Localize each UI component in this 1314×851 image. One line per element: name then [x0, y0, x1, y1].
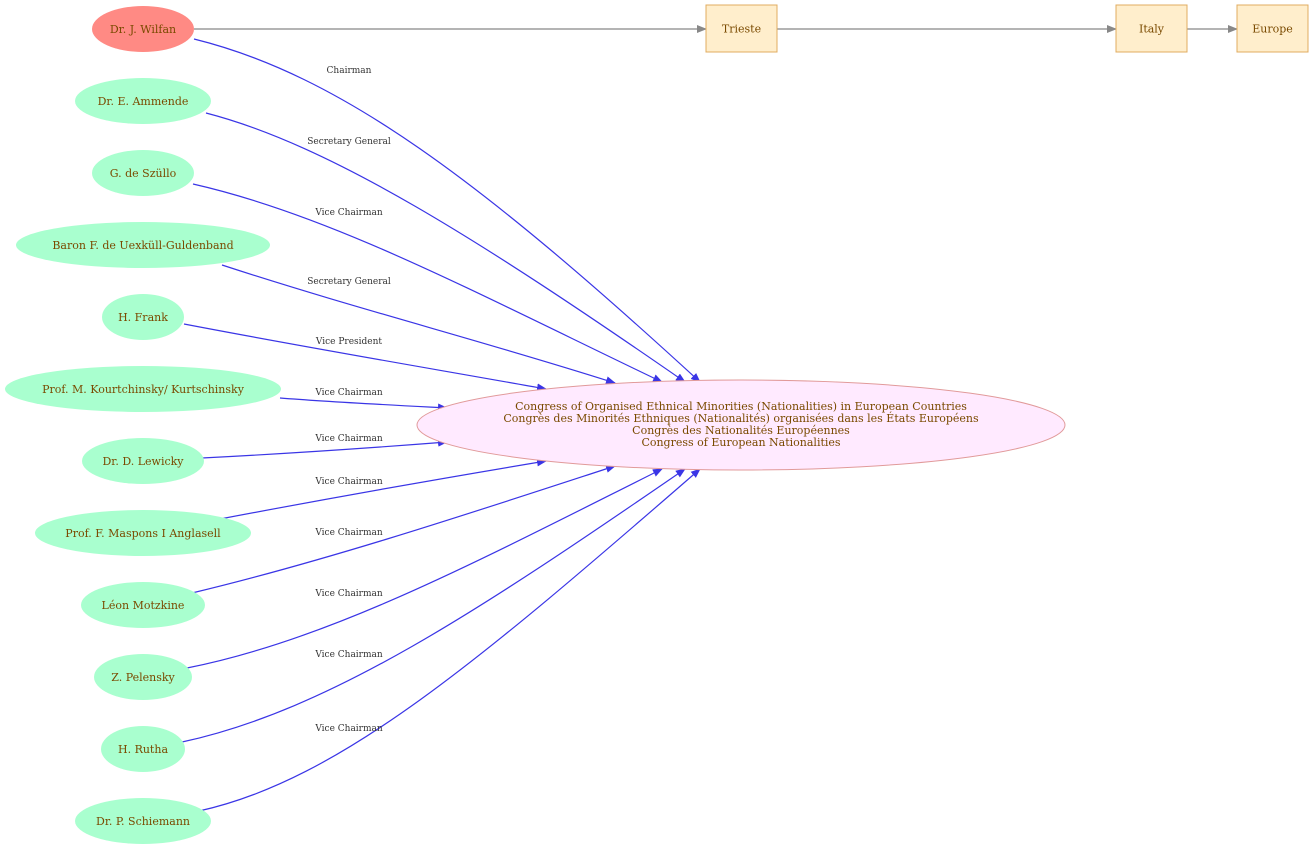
person-node-h-frank[interactable]: H. Frank — [102, 294, 184, 340]
person-name: Z. Pelensky — [111, 671, 175, 684]
edge-label-role: Vice President — [315, 337, 383, 347]
edge-prof-f-maspons-i-anglasell-to-congress — [219, 458, 547, 520]
person-node-shape — [101, 726, 185, 772]
congress-name-line: Congress of Organised Ethnical Minoritie… — [515, 400, 967, 413]
person-node-shape — [82, 438, 204, 484]
person-name: Dr. E. Ammende — [98, 95, 189, 108]
person-node-baron-f-de-uexkull-guldenband[interactable]: Baron F. de Uexküll-Guldenband — [16, 222, 270, 268]
person-node-shape — [102, 294, 184, 340]
person-node-prof-m-kourtchinsky-kurtschinsky[interactable]: Prof. M. Kourtchinsky/ Kurtschinsky — [5, 366, 281, 412]
edge-label-role: Vice Chairman — [314, 434, 383, 444]
person-node-shape — [5, 366, 281, 412]
edge-label-role: Vice Chairman — [314, 208, 383, 218]
person-name: Léon Motzkine — [102, 599, 185, 612]
person-node-h-rutha[interactable]: H. Rutha — [101, 726, 185, 772]
edge-label-role: Vice Chairman — [314, 589, 383, 599]
person-name: Dr. P. Schiemann — [96, 815, 190, 828]
edge-label-role: Vice Chairman — [314, 724, 383, 734]
person-node-shape — [92, 6, 194, 52]
person-name: Prof. M. Kourtchinsky/ Kurtschinsky — [42, 383, 245, 396]
place-name: Italy — [1139, 23, 1165, 36]
congress-name-line: Congrès des Nationalités Européennes — [632, 424, 850, 437]
edges-layer — [181, 38, 701, 812]
person-name: H. Rutha — [118, 743, 168, 756]
edge-dr-d-lewicky-to-congress — [201, 438, 448, 459]
edge-prof-m-kourtchinsky-kurtschinsky-to-congress — [279, 397, 448, 412]
place-name: Europe — [1252, 23, 1293, 36]
person-node-prof-f-maspons-i-anglasell[interactable]: Prof. F. Maspons I Anglasell — [35, 510, 251, 556]
person-name: Baron F. de Uexküll-Guldenband — [52, 239, 233, 252]
edge-label-role: Vice Chairman — [314, 477, 383, 487]
place-node-shape — [1236, 4, 1309, 53]
place-node-italy[interactable]: Italy — [1115, 4, 1188, 53]
edge-label-role: Vice Chairman — [314, 388, 383, 398]
person-node-shape — [92, 150, 194, 196]
person-node-shape — [75, 798, 211, 844]
edge-dr-e-ammende-to-congress — [205, 112, 686, 383]
place-node-europe[interactable]: Europe — [1236, 4, 1309, 53]
edge-h-frank-to-congress — [183, 323, 547, 392]
person-node-dr-d-lewicky[interactable]: Dr. D. Lewicky — [82, 438, 204, 484]
place-name: Trieste — [722, 23, 761, 36]
person-node-g-de-szullo[interactable]: G. de Szüllo — [92, 150, 194, 196]
person-node-z-pelensky[interactable]: Z. Pelensky — [94, 654, 192, 700]
person-node-shape — [81, 582, 205, 628]
person-name: H. Frank — [118, 311, 168, 324]
person-node-shape — [35, 510, 251, 556]
place-node-trieste[interactable]: Trieste — [705, 4, 778, 53]
edge-g-de-szullo-to-congress — [192, 183, 663, 383]
person-node-shape — [75, 78, 211, 124]
place-node-shape — [705, 4, 778, 53]
person-node-leon-motzkine[interactable]: Léon Motzkine — [81, 582, 205, 628]
congress-node[interactable]: Congress of Organised Ethnical Minoritie… — [416, 379, 1066, 471]
person-node-shape — [16, 222, 270, 268]
edge-z-pelensky-to-congress — [186, 468, 663, 669]
congress-name-line: Congrès des Minorités Ethniques (Nationa… — [503, 411, 979, 425]
person-node-shape — [94, 654, 192, 700]
edge-label-role: Vice Chairman — [314, 528, 383, 538]
congress-name-line: Congress of European Nationalities — [641, 436, 840, 449]
person-name: Prof. F. Maspons I Anglasell — [65, 527, 221, 540]
person-name: Dr. J. Wilfan — [110, 23, 176, 36]
person-name: G. de Szüllo — [110, 167, 177, 180]
congress-node-shape — [416, 379, 1066, 471]
edge-h-rutha-to-congress — [181, 468, 686, 743]
edge-dr-j-wilfan-to-congress — [193, 38, 701, 383]
edge-label-role: Secretary General — [307, 277, 391, 287]
person-node-dr-p-schiemann[interactable]: Dr. P. Schiemann — [75, 798, 211, 844]
edge-leon-motzkine-to-congress — [191, 464, 616, 594]
edge-label-role: Vice Chairman — [314, 650, 383, 660]
edge-label-role: Secretary General — [307, 137, 391, 147]
person-node-dr-e-ammende[interactable]: Dr. E. Ammende — [75, 78, 211, 124]
person-name: Dr. D. Lewicky — [102, 455, 184, 468]
edge-dr-p-schiemann-to-congress — [198, 468, 701, 812]
person-node-dr-j-wilfan[interactable]: Dr. J. Wilfan — [92, 6, 194, 52]
edge-baron-f-de-uexkull-guldenband-to-congress — [221, 264, 616, 385]
edge-label-role: Chairman — [327, 66, 372, 76]
place-node-shape — [1115, 4, 1188, 53]
